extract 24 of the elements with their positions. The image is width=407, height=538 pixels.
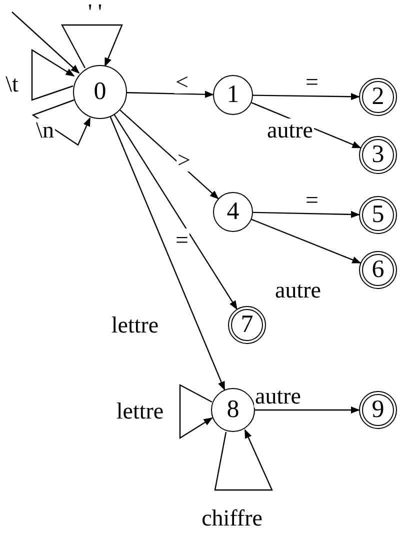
accepting-state-circle: 3 xyxy=(359,136,397,174)
self-loop-arrow xyxy=(32,99,91,146)
state-circle: 1 xyxy=(213,75,253,115)
arrow xyxy=(253,93,360,100)
arrow xyxy=(110,116,226,391)
state-circle: 8 xyxy=(211,388,255,432)
accepting-state-circle: 9 xyxy=(359,391,397,429)
state-circle: 4 xyxy=(213,192,253,232)
self-loop-arrow xyxy=(179,384,213,440)
accepting-state-circle: 2 xyxy=(359,78,397,116)
arrow xyxy=(251,218,362,264)
arrow xyxy=(252,210,360,218)
arrow xyxy=(120,110,219,200)
accepting-state-circle: 7 xyxy=(228,306,266,344)
self-loop-arrow xyxy=(31,48,75,101)
arrow xyxy=(255,406,360,414)
accepting-state-circle: 6 xyxy=(359,251,397,289)
arrow xyxy=(114,114,238,310)
arrow xyxy=(126,90,214,98)
self-loop-arrow xyxy=(214,429,273,491)
state-circle: 0 xyxy=(73,65,127,119)
self-loop-arrow xyxy=(61,24,123,68)
start-arrow xyxy=(12,12,80,74)
accepting-state-circle: 5 xyxy=(359,196,397,234)
